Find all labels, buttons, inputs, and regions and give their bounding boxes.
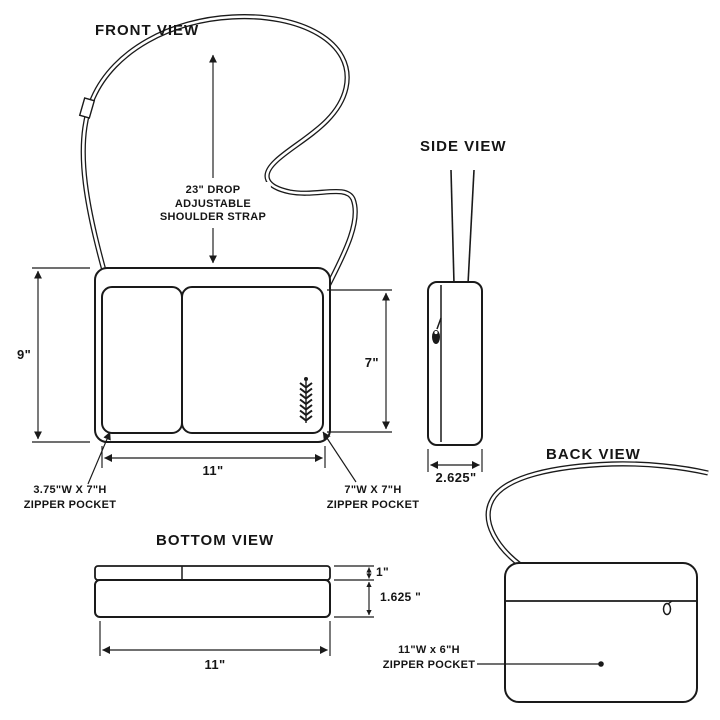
- bottom-body-depth-dim: 1.625 ": [380, 590, 422, 604]
- dimension-lines: [32, 54, 483, 656]
- bottom-width-dim: 11": [204, 657, 226, 672]
- side-zipper-pull-icon: [432, 317, 442, 344]
- strap-drop-note-line3: SHOULDER STRAP: [159, 211, 267, 223]
- bottom-view-title: BOTTOM VIEW: [156, 532, 275, 549]
- front-height-dim: 9": [17, 347, 32, 362]
- right-pocket-type: ZIPPER POCKET: [326, 498, 420, 511]
- front-view-drawing: [78, 14, 358, 443]
- front-right-pocket: [181, 286, 324, 434]
- strap-drop-note-line2: ADJUSTABLE: [174, 197, 252, 210]
- back-bag-body: [504, 562, 698, 703]
- side-depth-dim: 2.625": [435, 470, 477, 485]
- front-width-dim: 11": [202, 463, 224, 478]
- side-view-drawing: [427, 169, 483, 446]
- strap-slider: [78, 97, 96, 119]
- bottom-front-depth-dim: 1": [376, 565, 389, 579]
- back-zipper-pull-icon: [662, 600, 673, 616]
- side-bag-body: [427, 281, 483, 446]
- right-pocket-size: 7"W X 7"H: [344, 484, 402, 496]
- zipper-teeth-icon: [299, 377, 313, 423]
- right-pocket-label: 7"W X 7"H ZIPPER POCKET: [327, 483, 420, 512]
- side-view-title: SIDE VIEW: [420, 138, 507, 155]
- front-pocket-height-dim: 7": [364, 355, 379, 370]
- bottom-front-pocket-slab: [94, 565, 331, 581]
- left-pocket-size: 3.75"W X 7"H: [33, 484, 107, 496]
- side-strap-left-edge: [450, 169, 455, 285]
- strap-drop-note-line1: 23" DROP: [185, 184, 241, 196]
- back-pocket-label: 11"W x 6"H ZIPPER POCKET: [383, 643, 476, 672]
- bottom-view-drawing: [94, 565, 331, 618]
- left-pocket-label: 3.75"W X 7"H ZIPPER POCKET: [24, 483, 117, 512]
- back-pocket-type: ZIPPER POCKET: [382, 658, 476, 671]
- back-pocket-pointer-dot: [598, 661, 604, 667]
- strap-drop-note: 23" DROP ADJUSTABLE SHOULDER STRAP: [154, 182, 272, 227]
- left-pocket-pointer: [87, 431, 111, 485]
- side-strap-right-edge: [467, 169, 475, 285]
- left-pocket-type: ZIPPER POCKET: [23, 498, 117, 511]
- right-pocket-pointer: [322, 431, 357, 483]
- bottom-body-slab: [94, 579, 331, 618]
- back-view-title: BACK VIEW: [546, 446, 641, 463]
- back-pocket-size: 11"W x 6"H: [398, 644, 460, 656]
- back-view-drawing: [477, 461, 709, 703]
- front-bag-body: [94, 267, 331, 443]
- front-view-title: FRONT VIEW: [95, 22, 200, 39]
